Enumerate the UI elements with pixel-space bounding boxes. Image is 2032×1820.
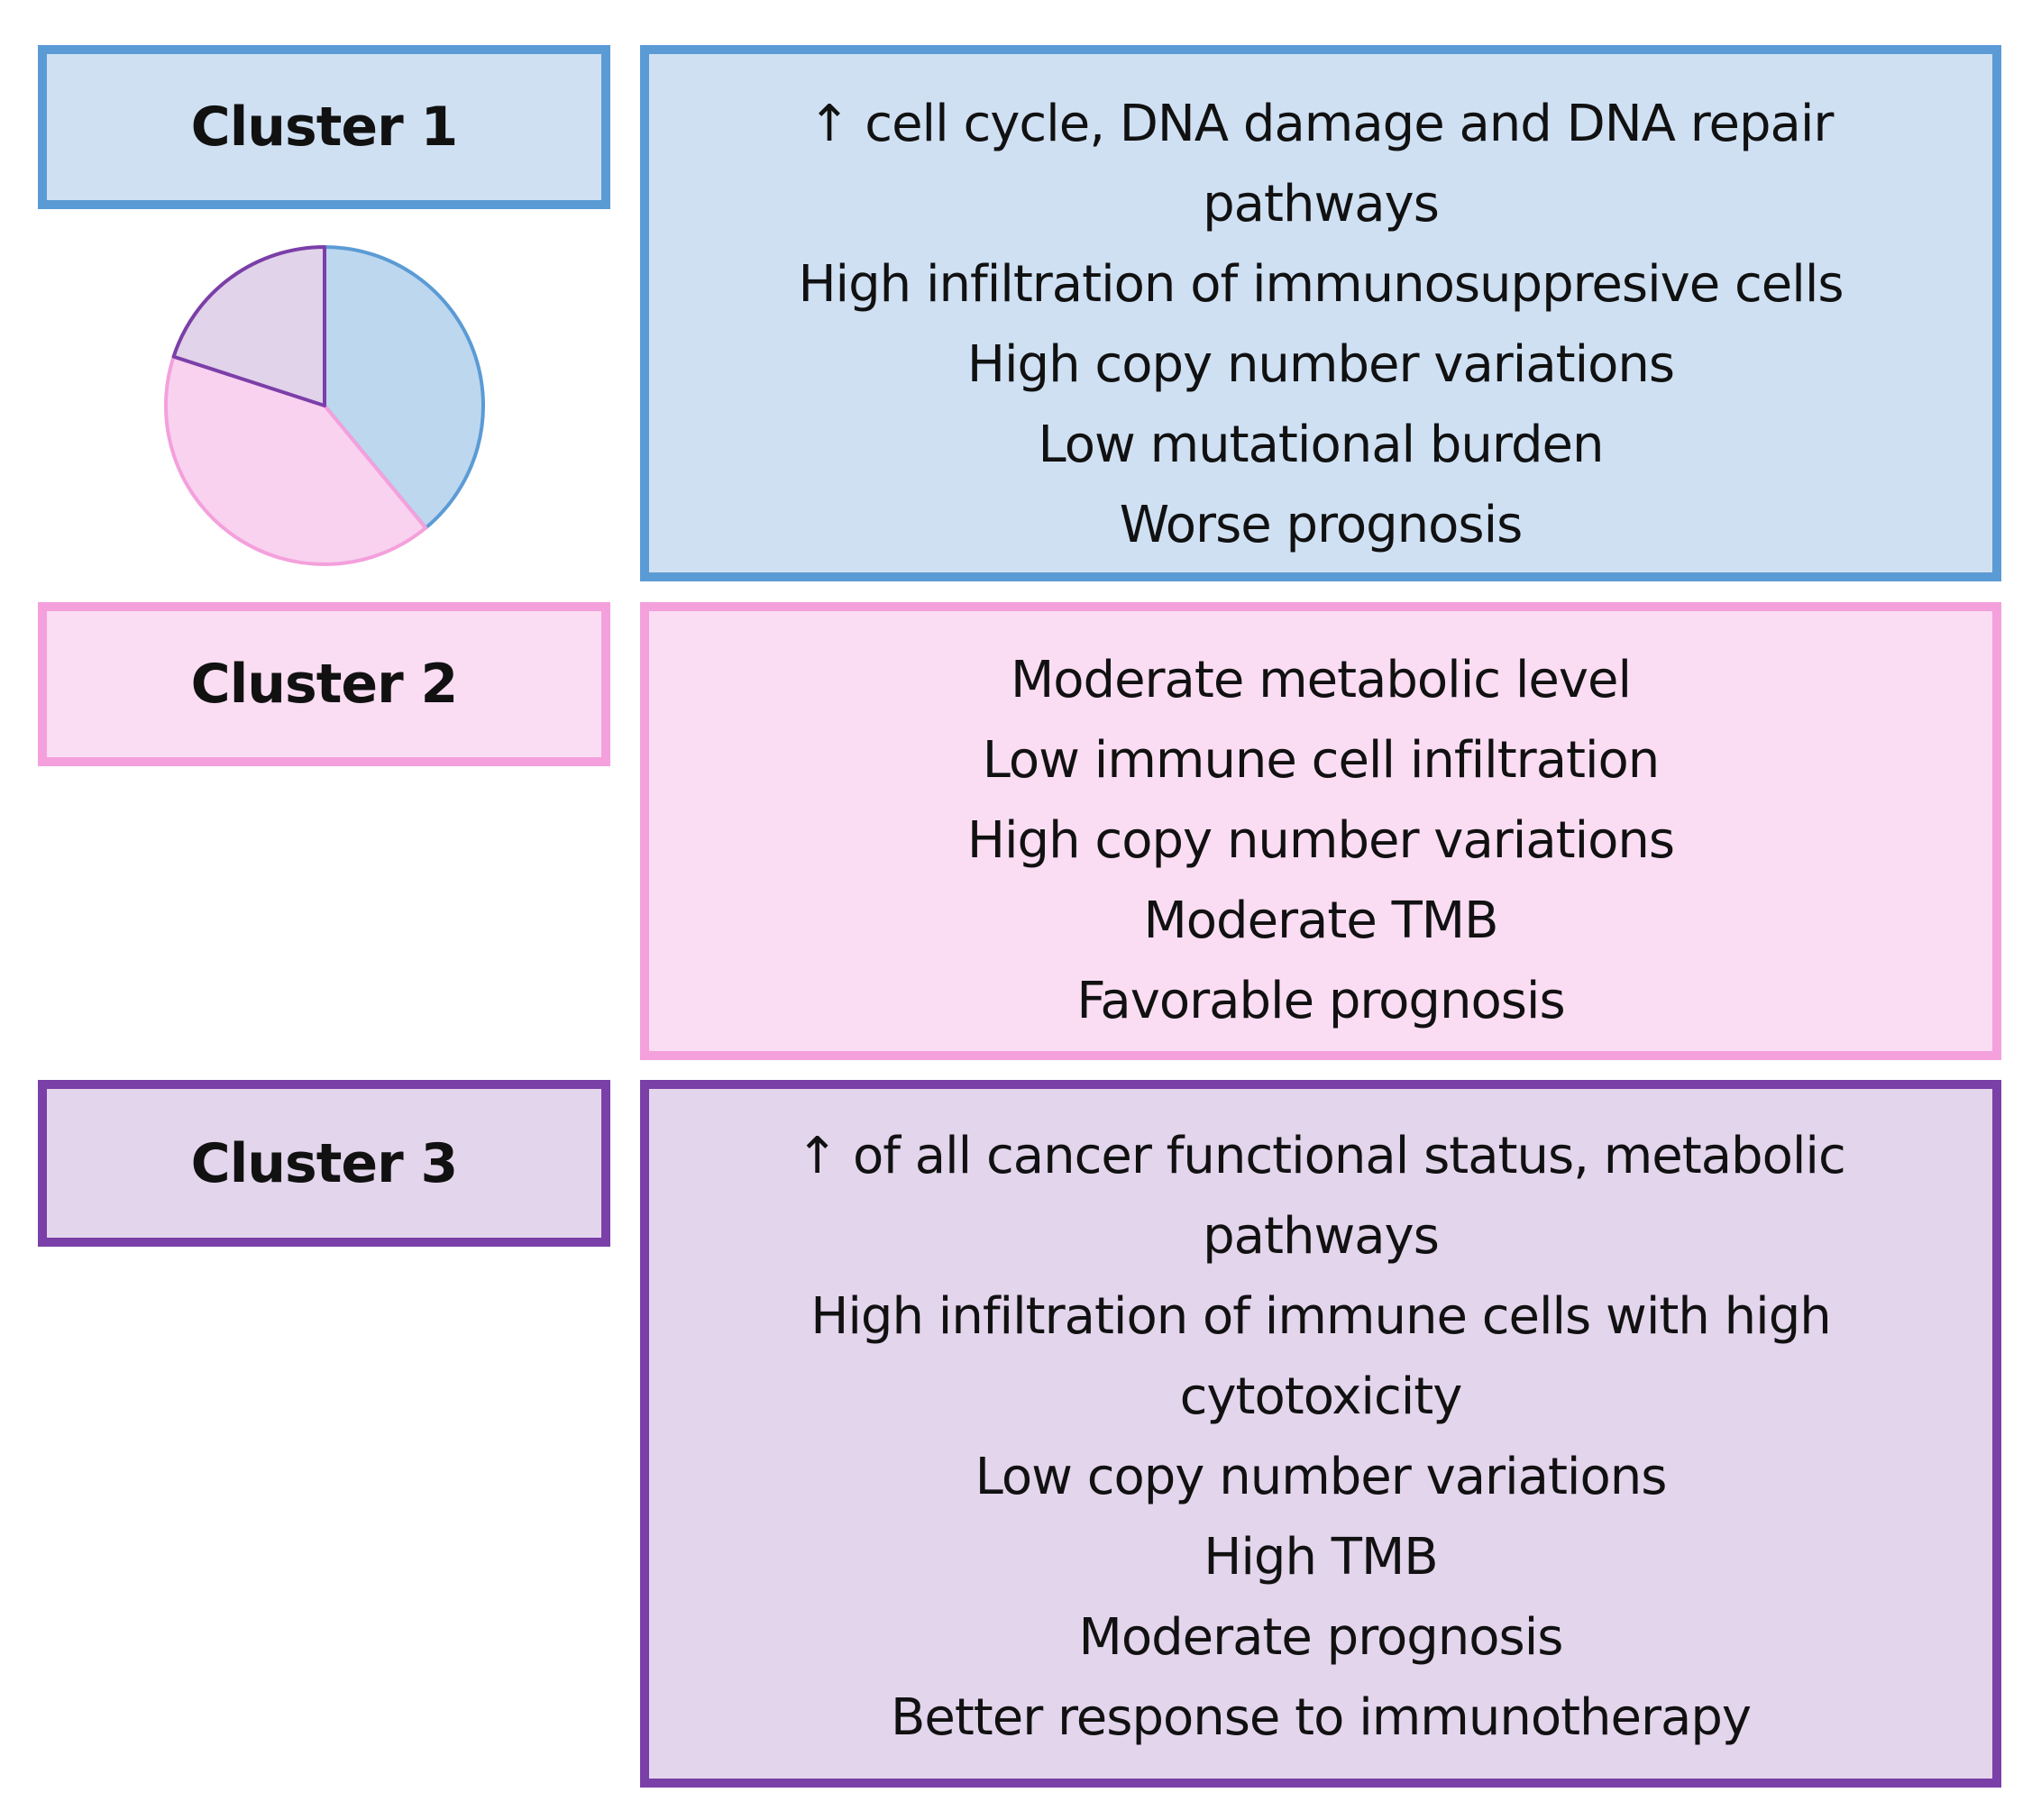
pie-slice-cluster3 — [171, 245, 326, 407]
cluster-3-line: High TMB — [1204, 1528, 1438, 1587]
cluster-2-line: Moderate TMB — [1143, 892, 1498, 950]
cluster-2-line: Low immune cell infiltration — [982, 731, 1661, 790]
cluster-2-label-box: Cluster 2 — [38, 602, 610, 766]
cluster-3-line: cytotoxicity — [1179, 1367, 1463, 1426]
cluster-3-line: Moderate prognosis — [1078, 1608, 1564, 1667]
cluster-3-line: pathways — [1203, 1207, 1440, 1266]
pie-slice-cluster2 — [163, 354, 428, 566]
cluster-2-label: Cluster 2 — [190, 653, 459, 716]
cluster-2-line: Favorable prognosis — [1076, 972, 1565, 1030]
cluster-3-line: Better response to immunotherapy — [890, 1688, 1752, 1747]
cluster-1-line: High copy number variations — [966, 335, 1675, 394]
cluster-3-line: Low copy number variations — [975, 1448, 1668, 1506]
cluster-2-line: Moderate metabolic level — [1010, 651, 1632, 709]
pie-slice-cluster1 — [323, 245, 485, 530]
cluster-1-description-box: ↑ cell cycle, DNA damage and DNA repair … — [640, 45, 2001, 581]
cluster-1-line: pathways — [1203, 175, 1440, 233]
cluster-1-line: Worse prognosis — [1119, 496, 1524, 554]
cluster-3-line: ↑ of all cancer functional status, metab… — [796, 1127, 1845, 1185]
cluster-1-line: High infiltration of immunosuppresive ce… — [798, 255, 1844, 314]
cluster-1-label-box: Cluster 1 — [38, 45, 610, 209]
cluster-proportion-pie — [163, 245, 485, 566]
cluster-3-line: High infiltration of immune cells with h… — [810, 1287, 1831, 1346]
cluster-2-description-box: Moderate metabolic level Low immune cell… — [640, 602, 2001, 1060]
cluster-1-line: Low mutational burden — [1038, 416, 1605, 474]
cluster-1-label: Cluster 1 — [190, 96, 459, 159]
cluster-3-description-box: ↑ of all cancer functional status, metab… — [640, 1080, 2001, 1788]
cluster-2-line: High copy number variations — [966, 811, 1675, 870]
cluster-3-label: Cluster 3 — [190, 1131, 459, 1195]
cluster-1-line: ↑ cell cycle, DNA damage and DNA repair — [808, 95, 1835, 153]
cluster-3-label-box: Cluster 3 — [38, 1080, 610, 1247]
